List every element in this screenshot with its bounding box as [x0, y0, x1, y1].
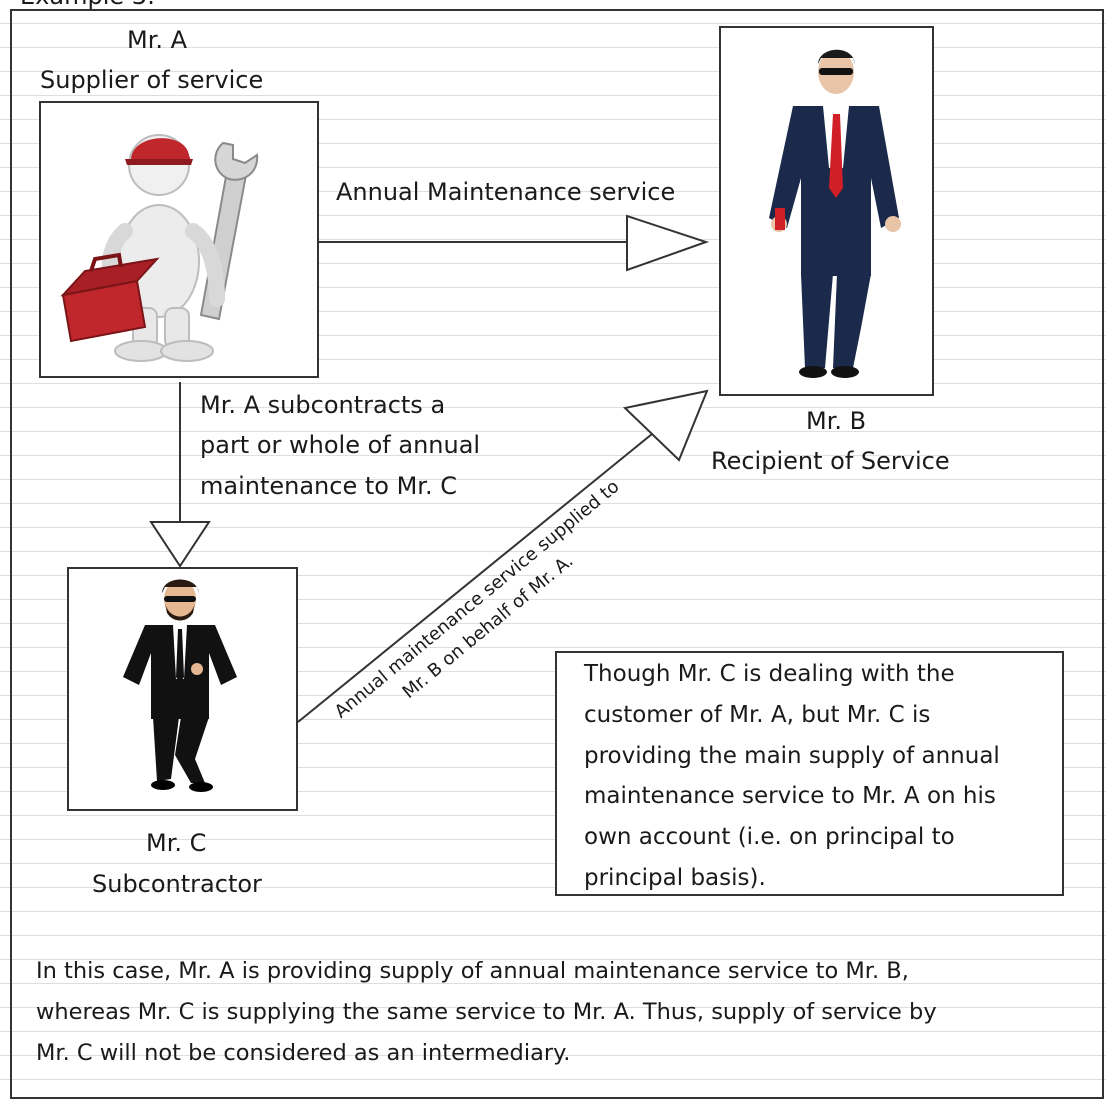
- mr-c-image-box: [67, 567, 298, 811]
- mr-b-name: Mr. B: [806, 407, 867, 435]
- repairman-icon: [60, 134, 259, 362]
- conclusion-text: In this case, Mr. A is providing supply …: [36, 951, 937, 1074]
- mr-c-name: Mr. C: [146, 829, 207, 857]
- conclusion-line-3: Mr. C will not be considered as an inter…: [36, 1040, 571, 1066]
- arrow-a-to-c-label-line-3: maintenance to Mr. C: [200, 472, 457, 500]
- note-line-2: customer of Mr. A, but Mr. C is: [584, 701, 931, 728]
- arrow-a-to-c-label-line-2: part or whole of annual: [200, 431, 481, 459]
- arrow-a-to-b-head: [626, 214, 710, 272]
- arrow-a-to-c-head: [149, 521, 211, 568]
- businessman-icon: [769, 49, 901, 378]
- note-line-5: own account (i.e. on principal to: [584, 824, 955, 851]
- note-box: Though Mr. C is dealing with the custome…: [555, 651, 1064, 896]
- mr-c-role: Subcontractor: [92, 870, 262, 898]
- note-line-1: Though Mr. C is dealing with the: [584, 661, 955, 687]
- man-in-suit-icon: [123, 579, 237, 792]
- arrow-a-to-c-label-line-1: Mr. A subcontracts a: [200, 391, 446, 419]
- note-line-3: providing the main supply of annual: [584, 742, 1000, 769]
- mr-a-role: Supplier of service: [40, 66, 264, 94]
- arrow-c-to-b-line: [297, 433, 653, 723]
- arrow-a-to-b-label: Annual Maintenance service: [336, 178, 676, 206]
- arrow-c-to-b-head: [622, 389, 709, 462]
- conclusion-line-1: In this case, Mr. A is providing supply …: [36, 958, 909, 984]
- note-line-6: principal basis).: [584, 864, 766, 891]
- example-label: Example 3:: [20, 0, 155, 16]
- mr-a-image-box: [39, 101, 319, 378]
- mr-b-image-box: [719, 26, 934, 396]
- mr-b-role: Recipient of Service: [711, 447, 950, 475]
- mr-a-name: Mr. A: [127, 26, 188, 54]
- conclusion-line-2: whereas Mr. C is supplying the same serv…: [36, 999, 937, 1025]
- note-line-4: maintenance service to Mr. A on his: [584, 783, 996, 810]
